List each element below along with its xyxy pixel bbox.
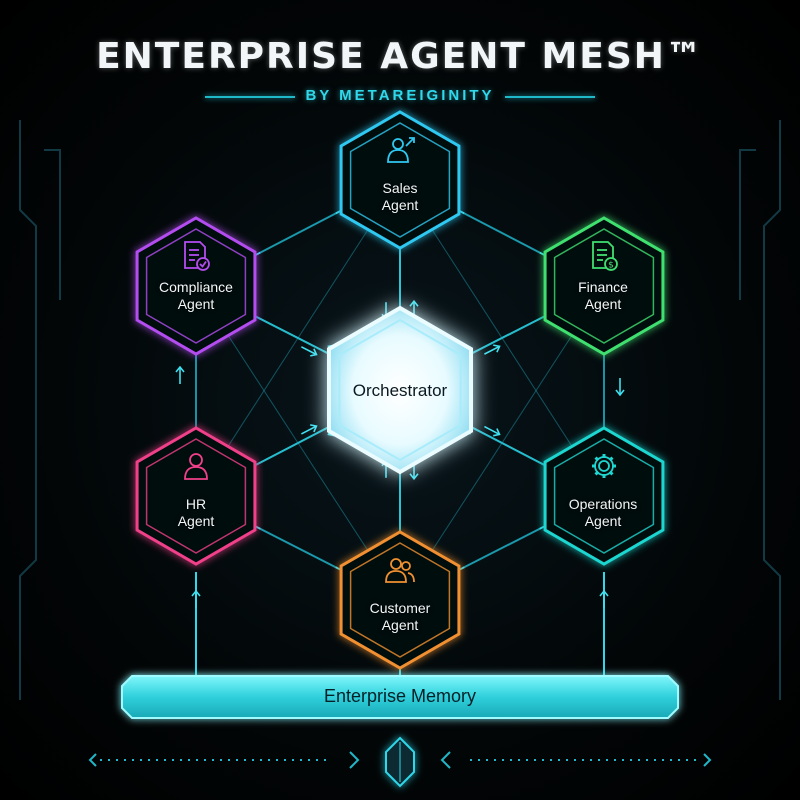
cross-link [195,179,401,497]
finance-agent-node[interactable] [543,216,665,356]
subtitle-right-rule [505,96,595,98]
cross-link [399,285,605,601]
crystal-logo-icon [385,736,415,788]
memory-arrow [615,378,625,397]
agent-icons: $ [184,137,618,583]
sales-agent-node[interactable] [339,110,461,250]
agent-nodes [135,110,665,670]
hr-agent-inner-ring [145,438,247,554]
finance-agent-inner-ring [553,228,655,344]
orchestrator-node[interactable] [327,305,473,475]
operations-agent-inner-ring [553,438,655,554]
sales-agent-inner-ring [349,122,451,238]
customer-agent-inner-ring [349,542,451,658]
user-arrow-icon [387,137,415,163]
compliance-agent-node[interactable] [135,216,257,356]
svg-text:$: $ [608,261,614,271]
customer-agent-node[interactable] [339,530,461,670]
orchestrator-label: Orchestrator [352,381,448,400]
page-title: ENTERPRISE AGENT MESH™ [96,36,704,77]
page-subtitle: BY METAREIGINITY [305,87,495,104]
memory-arrow [191,589,201,608]
operations-agent-node[interactable] [543,426,665,566]
document-dollar-icon: $ [592,241,618,271]
hr-agent-node[interactable] [135,426,257,566]
spoke-arrow [484,425,501,437]
enterprise-memory-label: Enterprise Memory [323,686,477,706]
spoke-arrow [484,344,501,355]
compliance-agent-inner-ring [145,228,247,344]
orchestrator-inner-ring [338,318,462,462]
memory-arrow [175,365,185,384]
users-icon [385,558,415,583]
document-check-icon [184,241,210,271]
subtitle-left-rule [205,96,295,98]
enterprise-memory-bar[interactable] [121,675,679,719]
spoke-arrow [300,346,318,357]
user-icon [184,453,208,480]
footer-ornaments [88,736,712,788]
gear-icon [592,454,616,478]
frame-ornaments [19,120,781,700]
memory-arrow [599,589,609,608]
cross-link [399,179,605,497]
cross-link [195,285,401,601]
spoke-arrow [301,424,318,435]
